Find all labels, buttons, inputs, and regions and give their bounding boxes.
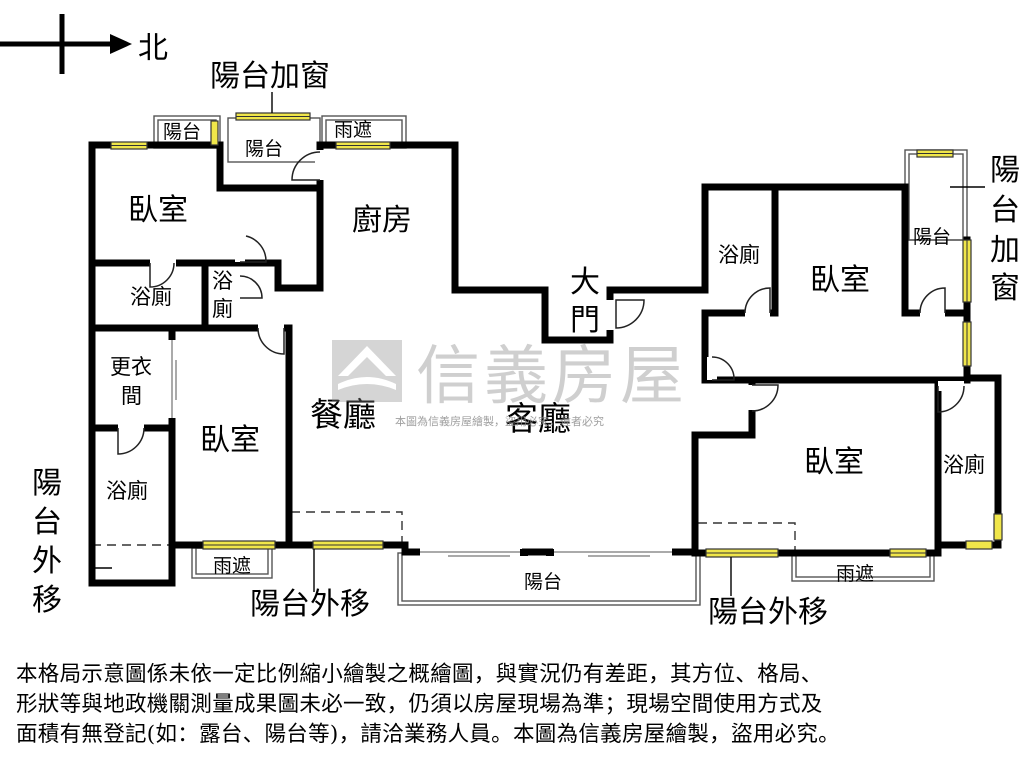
dashed-lines	[92, 511, 796, 552]
room-bath-nw: 浴廁	[130, 285, 172, 309]
disclaimer-line-2: 形狀等與地政機關測量成果圖未必一致，仍須以房屋現場為準；現場空間使用方式及	[16, 692, 823, 717]
awning-se: 雨遮	[836, 563, 874, 585]
room-bedroom-se: 臥室	[804, 445, 864, 480]
leader-lines	[92, 92, 985, 596]
awning-top: 雨遮	[334, 119, 372, 141]
room-bedroom-w: 臥室	[200, 423, 260, 458]
sliding-door-gaps	[167, 340, 672, 557]
room-closet-1: 更衣	[110, 355, 152, 379]
room-bath-ne: 浴廁	[718, 243, 760, 267]
room-living: 客廳	[505, 399, 571, 438]
annotation-moved-left-2: 台	[32, 505, 62, 540]
awning-sw: 雨遮	[213, 555, 251, 577]
annotation-balcony-window-right-2: 台	[990, 193, 1020, 228]
watermark-note: 本圖為信義房屋繪製，盜用必究，違者必究	[395, 415, 604, 428]
room-bath-small-2: 廁	[212, 297, 233, 321]
doors	[117, 150, 965, 455]
room-labels: 臥室 浴廁 浴 廁 更衣 間 浴廁 臥室 廚房 餐廳 客廳 大 門 浴廁 臥室 …	[106, 119, 985, 593]
compass-north-label: 北	[138, 31, 168, 66]
balcony-top-left: 陽台	[163, 121, 201, 143]
room-bedroom-ne: 臥室	[810, 263, 870, 298]
annotation-moved-bottom-left: 陽台外移	[250, 587, 370, 622]
annotation-balcony-window-right-4: 窗	[990, 271, 1020, 306]
balcony-south: 陽台	[524, 571, 562, 593]
annotation-moved-left-3: 外	[32, 544, 62, 579]
room-bedroom-nw: 臥室	[128, 193, 188, 228]
room-dining: 餐廳	[310, 395, 376, 434]
disclaimer-line-3: 面積有無登記(如：露台、陽台等)，請洽業務人員。本圖為信義房屋繪製，盜用必究。	[16, 722, 840, 747]
room-kitchen: 廚房	[352, 203, 412, 238]
annotation-moved-bottom-right: 陽台外移	[708, 595, 828, 630]
annotation-balcony-window-top: 陽台加窗	[210, 59, 330, 94]
room-entrance-2: 門	[570, 303, 600, 338]
room-closet-2: 間	[121, 384, 142, 408]
annotation-moved-left-4: 移	[32, 583, 62, 618]
room-bath-small-1: 浴	[212, 269, 233, 293]
disclaimer: 本格局示意圖係未依一定比例縮小繪製之概繪圖，與實況仍有差距，其方位、格局、 形狀…	[16, 660, 1011, 750]
annotation-moved-left-1: 陽	[32, 466, 62, 501]
disclaimer-line-1: 本格局示意圖係未依一定比例縮小繪製之概繪圖，與實況仍有差距，其方位、格局、	[16, 662, 823, 687]
balcony-ne: 陽台	[913, 226, 951, 248]
room-bath-se: 浴廁	[943, 453, 985, 477]
balcony-top-mid: 陽台	[245, 138, 283, 160]
annotation-balcony-window-right-3: 加	[990, 233, 1020, 268]
compass: 北	[0, 14, 168, 74]
floor-plan: 北	[0, 14, 1020, 630]
windows	[110, 112, 1003, 558]
annotation-balcony-window-right-1: 陽	[990, 153, 1020, 188]
walls	[88, 141, 1002, 587]
room-entrance-1: 大	[570, 265, 600, 300]
annotations: 陽台加窗 陽 台 加 窗 陽 台 外 移 陽台外移 陽台外移	[32, 59, 1020, 630]
room-bath-w: 浴廁	[106, 479, 148, 503]
